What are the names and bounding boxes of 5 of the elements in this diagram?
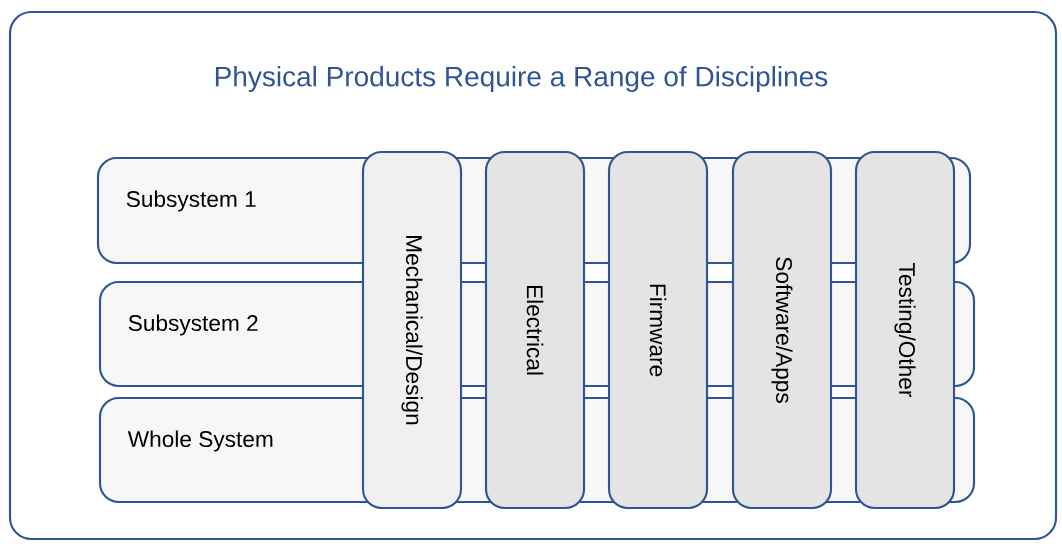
discipline-column: Software/Apps bbox=[731, 150, 833, 510]
discipline-column: Firmware bbox=[607, 150, 709, 510]
discipline-column: Testing/Other bbox=[854, 150, 956, 510]
discipline-column: Mechanical/Design bbox=[361, 150, 463, 510]
discipline-column: Electrical bbox=[484, 150, 586, 510]
